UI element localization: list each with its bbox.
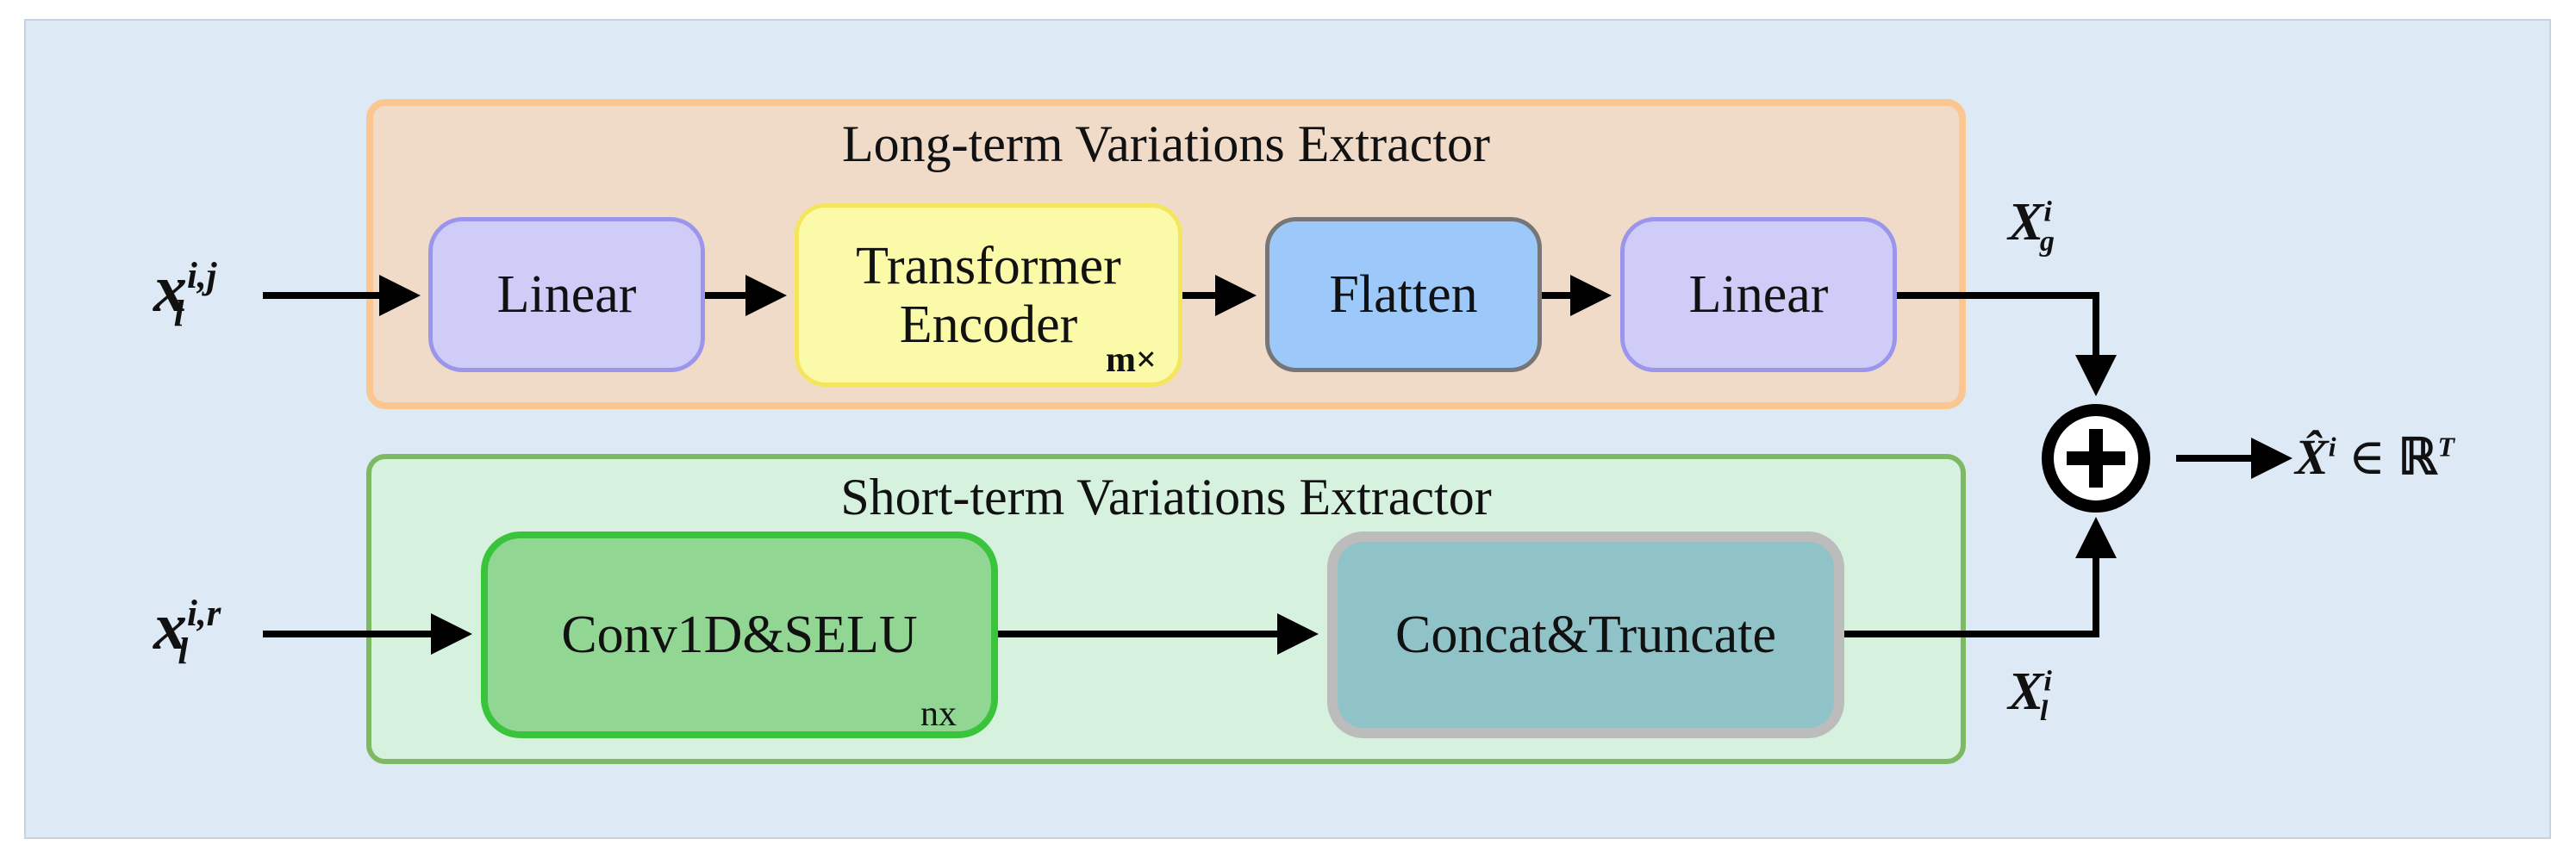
local-output-symbol: Xil	[2008, 662, 2052, 728]
short-term-extractor-title: Short-term Variations Extractor	[840, 469, 1492, 525]
linear-input-block: Linear	[428, 217, 705, 372]
conv1d-selu-label: Conv1D&SELU	[561, 606, 918, 664]
long-term-extractor-title: Long-term Variations Extractor	[842, 115, 1490, 172]
linear-input-label: Linear	[496, 265, 637, 324]
transformer-repeat-suffix: m×	[1106, 340, 1157, 380]
input-long-symbol: xi,jl	[153, 251, 217, 334]
transformer-label-line2: Encoder	[899, 295, 1078, 354]
linear-output-label: Linear	[1688, 265, 1829, 324]
input-short-symbol: xi,rl	[153, 588, 221, 672]
arrow-concat-to-sum	[1844, 517, 2117, 637]
arrow-linear-to-sum	[1897, 292, 2117, 396]
concat-truncate-label: Concat&Truncate	[1395, 606, 1776, 664]
global-output-symbol: Xig	[2008, 193, 2055, 258]
concat-truncate-block: Concat&Truncate	[1327, 531, 1844, 738]
conv1d-selu-block: Conv1D&SELU	[481, 531, 998, 738]
transformer-encoder-block: Transformer Encoder	[795, 203, 1182, 387]
flatten-label: Flatten	[1329, 265, 1478, 324]
flatten-block: Flatten	[1265, 217, 1542, 372]
output-symbol: X̂i ∈ ℝT	[2295, 429, 2454, 485]
sum-operator-icon	[2042, 404, 2150, 513]
linear-output-block: Linear	[1620, 217, 1897, 372]
transformer-label-line1: Transformer	[856, 236, 1121, 295]
conv-repeat-suffix: nx	[920, 694, 957, 734]
